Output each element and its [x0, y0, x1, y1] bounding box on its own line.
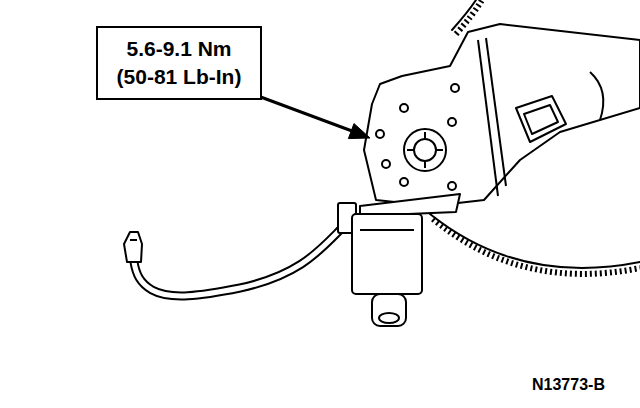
terminal-blade: [124, 232, 142, 262]
bolt-hole: [451, 84, 459, 92]
torque-spec: 5.6-9.1 Nm: [126, 35, 231, 63]
torque-spec: (50-81 Lb-In): [117, 63, 242, 91]
leader-line: [258, 96, 352, 131]
figure-number: N13773-B: [532, 376, 605, 394]
bolt-hole: [448, 118, 456, 126]
window-motor: [338, 194, 460, 326]
bolt-hole: [382, 160, 390, 168]
arrow-head: [348, 124, 370, 139]
drive-hub: [404, 129, 446, 171]
plate-rib: [486, 38, 506, 186]
bolt-hole: [400, 104, 408, 112]
motor-seam: [360, 229, 414, 231]
bolt-hole: [376, 130, 384, 138]
mounting-plate: [364, 24, 640, 206]
plate-outline: [364, 24, 640, 206]
gear-teeth: [433, 219, 640, 274]
motor-housing: [352, 214, 422, 294]
wire-outline: [134, 228, 342, 296]
plate-cutout-inner: [524, 105, 558, 134]
arm-curve: [590, 72, 603, 120]
plate-rib: [478, 40, 498, 196]
bolt-hole: [448, 182, 456, 190]
drive-hub-inner: [414, 139, 436, 161]
plate-cutout: [516, 96, 566, 142]
hub-notches: [407, 132, 443, 168]
wire-terminal: [124, 232, 142, 262]
leader-arrow: [258, 96, 370, 139]
motor-end-cap: [372, 294, 406, 326]
motor-wire: [134, 228, 342, 296]
end-cap-bearing: [379, 313, 399, 323]
motor-flange: [360, 194, 460, 216]
bolt-hole: [400, 178, 408, 186]
wire-core: [134, 228, 342, 296]
torque-callout-box: 5.6-9.1 Nm(50-81 Lb-In): [96, 26, 262, 100]
terminal-detail: [130, 239, 137, 241]
